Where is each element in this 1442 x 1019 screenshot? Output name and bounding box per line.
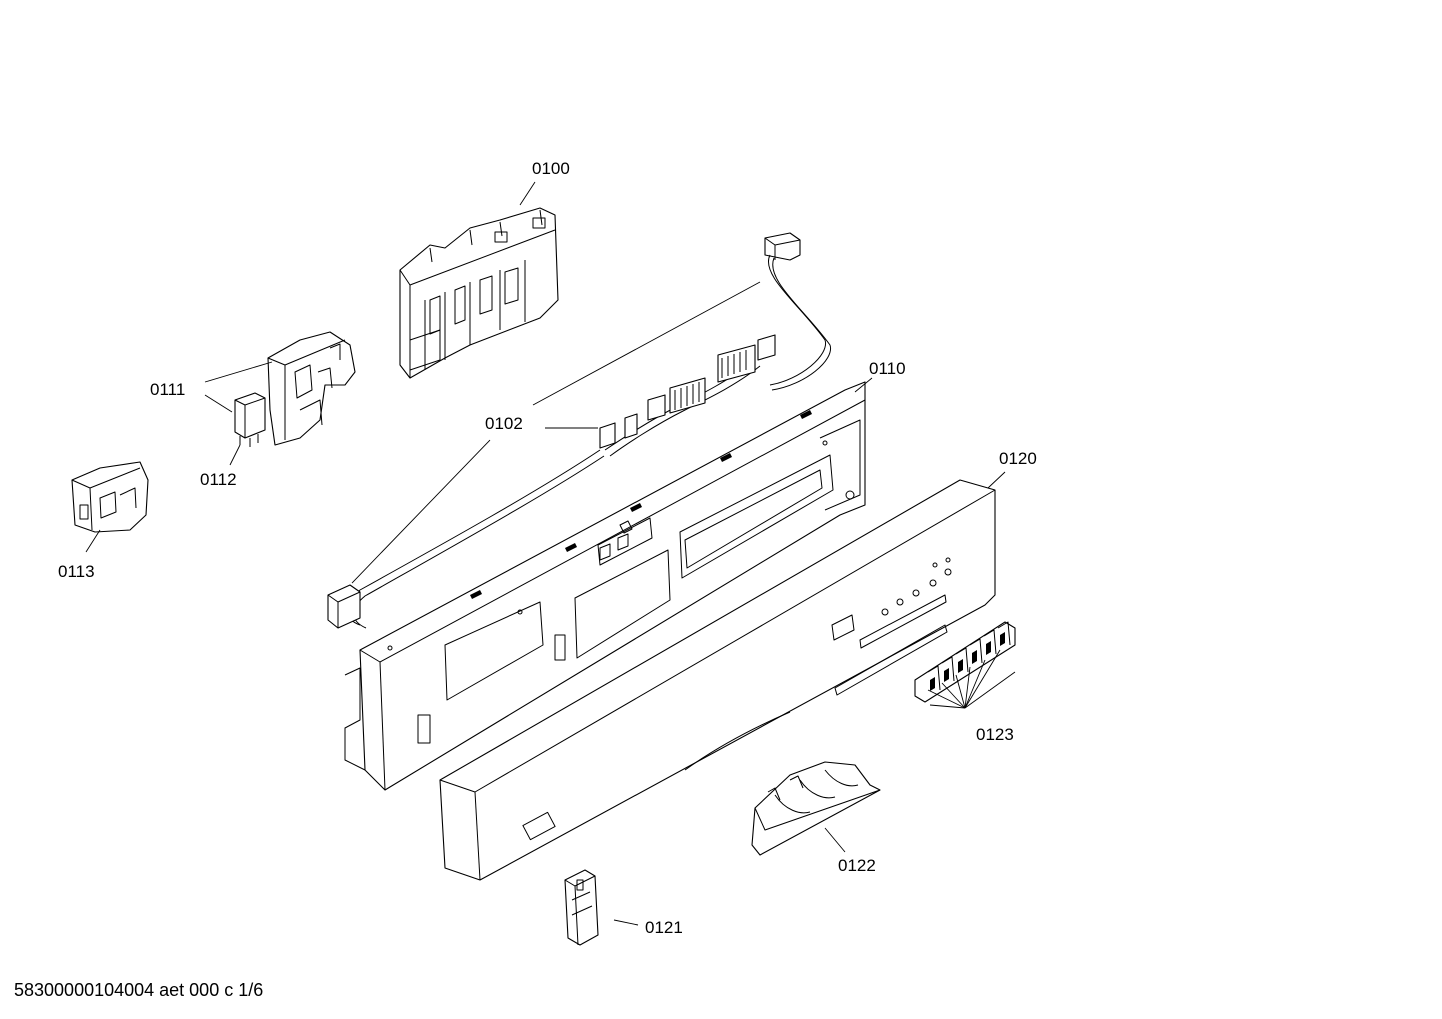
label-0110: 0110 — [869, 359, 906, 378]
label-0113: 0113 — [58, 562, 95, 581]
part-0102-wiring-harness — [327, 232, 831, 629]
part-0110-panel-frame — [344, 381, 866, 791]
label-0102: 0102 — [485, 414, 523, 433]
part-0112-capacitor — [234, 392, 266, 447]
part-0111-switch-block — [267, 331, 356, 446]
label-0112: 0112 — [200, 470, 237, 489]
label-0122: 0122 — [838, 856, 876, 875]
label-0100: 0100 — [532, 159, 570, 178]
document-footer-code: 58300000104004 aet 000 c 1/6 — [14, 980, 264, 1000]
part-0123-buttons — [914, 621, 1016, 703]
part-0113-relay — [71, 461, 149, 533]
part-labels: 0100 0102 0110 0111 0112 0113 0120 0121 … — [58, 159, 1037, 937]
label-0120: 0120 — [999, 449, 1037, 468]
label-0121: 0121 — [645, 918, 683, 937]
label-0123: 0123 — [976, 725, 1014, 744]
part-0121-latch — [564, 869, 599, 946]
part-0100-control-module — [399, 207, 559, 379]
part-0122-handle — [751, 761, 881, 856]
part-0120-fascia — [439, 479, 996, 881]
leader-lines — [85, 181, 1016, 926]
label-0111: 0111 — [150, 380, 185, 399]
